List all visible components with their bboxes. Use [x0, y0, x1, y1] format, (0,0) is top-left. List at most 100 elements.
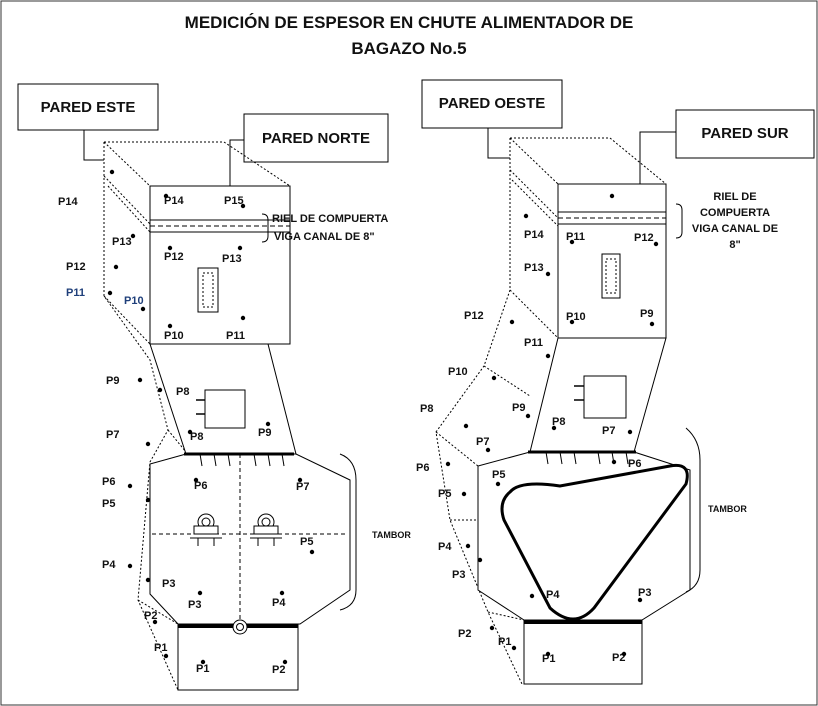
left-side-diagonal-2: [167, 429, 187, 453]
left-side-diagonal-1: [103, 295, 151, 345]
right-belt-loop: [500, 463, 689, 621]
title-line-1: MEDICIÓN DE ESPESOR EN CHUTE ALIMENTADOR…: [185, 13, 634, 32]
pared-oeste-box: [421, 79, 563, 129]
pared-sur-label: PARED SUR: [701, 125, 788, 142]
left-front-point-label: P10: [164, 330, 184, 342]
left-front-point-label: P8: [190, 431, 203, 443]
left-tambor-bracket: [339, 453, 357, 611]
right-side-point-label: P6: [416, 462, 429, 474]
right-top-outline: [510, 137, 667, 185]
left-access-box: [204, 389, 246, 429]
left-side-point-label: P12: [66, 261, 86, 273]
left-side-point-label: P3: [162, 578, 175, 590]
right-riel-label-4: 8": [729, 239, 740, 251]
right-front-point-label: P3: [638, 587, 651, 599]
left-side-point-label: P8: [176, 386, 189, 398]
left-front-point-label: P2: [272, 664, 285, 676]
title-line-2: BAGAZO No.5: [351, 39, 466, 58]
left-chute-diagram: [17, 83, 389, 691]
right-side-point-label: P2: [458, 628, 471, 640]
left-riel-label-2: VIGA CANAL DE 8": [274, 231, 375, 243]
right-side-diagonal-1: [509, 289, 559, 339]
right-front-point-label: P6: [628, 458, 641, 470]
right-side-point-label: P5: [438, 488, 451, 500]
sur-leader: [639, 131, 676, 184]
right-access-box: [583, 375, 627, 419]
right-front-point-label: P5: [492, 469, 505, 481]
right-side-point-label: P4: [438, 541, 452, 553]
left-front-point-label: P3: [188, 599, 201, 611]
left-front-point-label: P14: [164, 195, 184, 207]
right-rail-diagonal-1: [509, 169, 559, 219]
oeste-leader: [487, 128, 510, 159]
norte-leader: [229, 139, 244, 186]
right-chute-diagram: [421, 79, 815, 685]
right-top-diagonal: [509, 137, 559, 185]
right-riel-label-1: RIEL DE: [713, 191, 756, 203]
right-riel-label-2: COMPUERTA: [700, 207, 770, 219]
left-side-point-label: P14: [58, 196, 78, 208]
left-side-point-label: P1: [154, 642, 167, 654]
left-bearing-1: [190, 513, 222, 546]
left-front-point-label: P13: [222, 253, 242, 265]
right-side-point-label: P13: [524, 262, 544, 274]
right-side-diagonal-2: [435, 431, 479, 467]
left-tambor-label: TAMBOR: [372, 530, 411, 540]
left-drum-housing: [149, 453, 351, 625]
left-side-point-label: P11: [66, 287, 85, 299]
right-inspection-door-inner: [605, 258, 617, 294]
left-front-points: P14 P15 P12 P13 P10 P11 P8 P9 P6 P7 P5 P…: [164, 195, 313, 676]
left-side-point-label: P7: [106, 429, 119, 441]
right-tambor-bracket: [685, 427, 701, 593]
left-top-outline: [104, 141, 291, 187]
left-upper-box: [149, 185, 291, 345]
right-bottom-box: [523, 619, 643, 685]
right-inspection-door: [601, 253, 621, 299]
right-side-point-label: P9: [512, 402, 525, 414]
right-side-point-label: P12: [464, 310, 484, 322]
right-tambor-label: TAMBOR: [708, 504, 747, 514]
right-measurement-dots: [445, 193, 659, 657]
right-side-point-label: P11: [524, 337, 543, 349]
right-side-point-label: P14: [524, 229, 544, 241]
left-measurement-dots: [107, 169, 315, 665]
left-front-point-label: P11: [226, 330, 245, 342]
right-side-point-label: P1: [498, 636, 511, 648]
left-rail-diagonal-1: [103, 175, 151, 225]
right-riel-label-3: VIGA CANAL DE: [692, 223, 778, 235]
right-side-point-label: P8: [420, 403, 433, 415]
left-side-points: P14 P13 P12 P11 P10 P9 P8 P7 P6 P5 P4 P3…: [58, 196, 189, 654]
left-side-point-label: P2: [144, 610, 157, 622]
right-front-point-label: P7: [602, 425, 615, 437]
left-shaft-inner: [236, 623, 244, 631]
left-front-point-label: P7: [296, 481, 309, 493]
right-front-point-label: P1: [542, 653, 555, 665]
left-front-point-label: P6: [194, 480, 207, 492]
left-flange-teeth: [199, 453, 285, 467]
right-riel-bracket: [675, 203, 683, 239]
pared-este-box: [17, 83, 159, 131]
left-side-point-label: P6: [102, 476, 115, 488]
right-side-point-label: P3: [452, 569, 465, 581]
left-side-point-label: P9: [106, 375, 119, 387]
left-front-point-label: P15: [224, 195, 244, 207]
right-front-point-label: P4: [546, 589, 560, 601]
este-leader: [83, 130, 104, 161]
right-side-diagonal-3: [483, 365, 531, 397]
right-front-point-label: P9: [640, 308, 653, 320]
right-front-point-label: P8: [552, 416, 565, 428]
right-front-point-label: P10: [566, 311, 586, 323]
left-front-point-label: P4: [272, 597, 286, 609]
left-side-point-label: P5: [102, 498, 115, 510]
left-top-diagonal: [103, 141, 151, 187]
right-side-point-label: P10: [448, 366, 468, 378]
pared-norte-box: [243, 113, 389, 163]
left-front-point-label: P9: [258, 427, 271, 439]
pared-oeste-label: PARED OESTE: [439, 95, 545, 112]
left-side-point-label: P13: [112, 236, 132, 248]
left-rail-diagonal-2: [107, 185, 151, 233]
right-front-point-label: P12: [634, 232, 654, 244]
left-bearing-2: [250, 513, 282, 546]
